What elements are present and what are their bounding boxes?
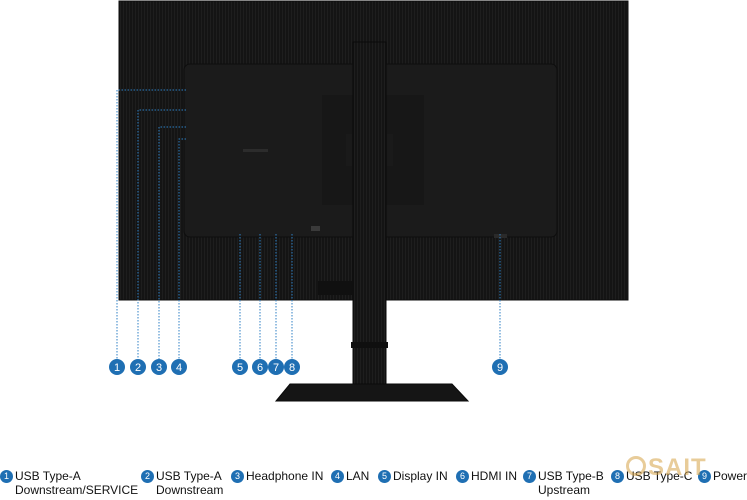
callout-circle [492, 359, 508, 375]
legend-badge: 5 [378, 470, 391, 483]
callout-circle [252, 359, 268, 375]
legend-badge: 3 [231, 470, 244, 483]
legend-label: Headphone IN [246, 469, 324, 483]
callout-badge-5: 5 [232, 359, 248, 375]
port-slot [311, 226, 320, 231]
leader-2 [137, 109, 186, 359]
legend-label: Power [713, 469, 747, 483]
callout-circle [109, 359, 125, 375]
logo-mark [243, 149, 268, 152]
callout-badge-7: 7 [268, 359, 284, 375]
leader-4 [178, 138, 186, 359]
callout-number: 7 [273, 362, 279, 374]
callout-circle [151, 359, 167, 375]
legend-label: LAN [346, 469, 370, 483]
watermark-text: SAIT [648, 454, 707, 481]
callout-badge-2: 2 [130, 359, 146, 375]
callout-badge-6: 6 [252, 359, 268, 375]
stand-hinge [387, 134, 393, 166]
callout-badge-3: 3 [151, 359, 167, 375]
legend-label: Display IN [393, 469, 448, 483]
stand-hinge [346, 134, 352, 166]
callout-number: 6 [257, 362, 263, 374]
stand-column [352, 41, 387, 385]
cable-clip [318, 281, 352, 295]
legend-label: HDMI IN [471, 469, 517, 483]
legend-badge: 9 [698, 470, 711, 483]
callout-badge-1: 1 [109, 359, 125, 375]
power-slot [494, 234, 507, 238]
callout-badge-9: 9 [492, 359, 508, 375]
callout-circle [268, 359, 284, 375]
legend-badge: 2 [141, 470, 154, 483]
callout-leaders [116, 89, 501, 359]
legend-label: USB Type-B Upstream [538, 469, 604, 497]
callout-circle [171, 359, 187, 375]
watermark: SAIT [626, 454, 707, 482]
legend-label: USB Type-A Downstream/SERVICE [15, 469, 139, 497]
legend-badge: 1 [0, 470, 13, 483]
callout-circle [284, 359, 300, 375]
callout-number: 3 [156, 362, 162, 374]
callout-number: 4 [176, 362, 182, 374]
stand-ring [351, 342, 388, 348]
callout-circle [130, 359, 146, 375]
callout-number: 2 [135, 362, 141, 374]
stand-base [274, 383, 470, 402]
watermark-ring-icon [626, 456, 646, 476]
leader-3 [158, 126, 186, 359]
callout-circle [232, 359, 248, 375]
callout-number: 8 [289, 362, 295, 374]
callout-badge-8: 8 [284, 359, 300, 375]
legend-badge: 8 [611, 470, 624, 483]
callout-number: 9 [497, 362, 503, 374]
callout-number: 1 [114, 362, 120, 374]
legend-badge: 6 [456, 470, 469, 483]
legend-badge: 7 [523, 470, 536, 483]
leader-1 [116, 89, 186, 359]
callout-badge-4: 4 [171, 359, 187, 375]
callout-number: 5 [237, 362, 243, 374]
legend-badge: 4 [331, 470, 344, 483]
legend-label: USB Type-A Downstream [156, 469, 224, 497]
